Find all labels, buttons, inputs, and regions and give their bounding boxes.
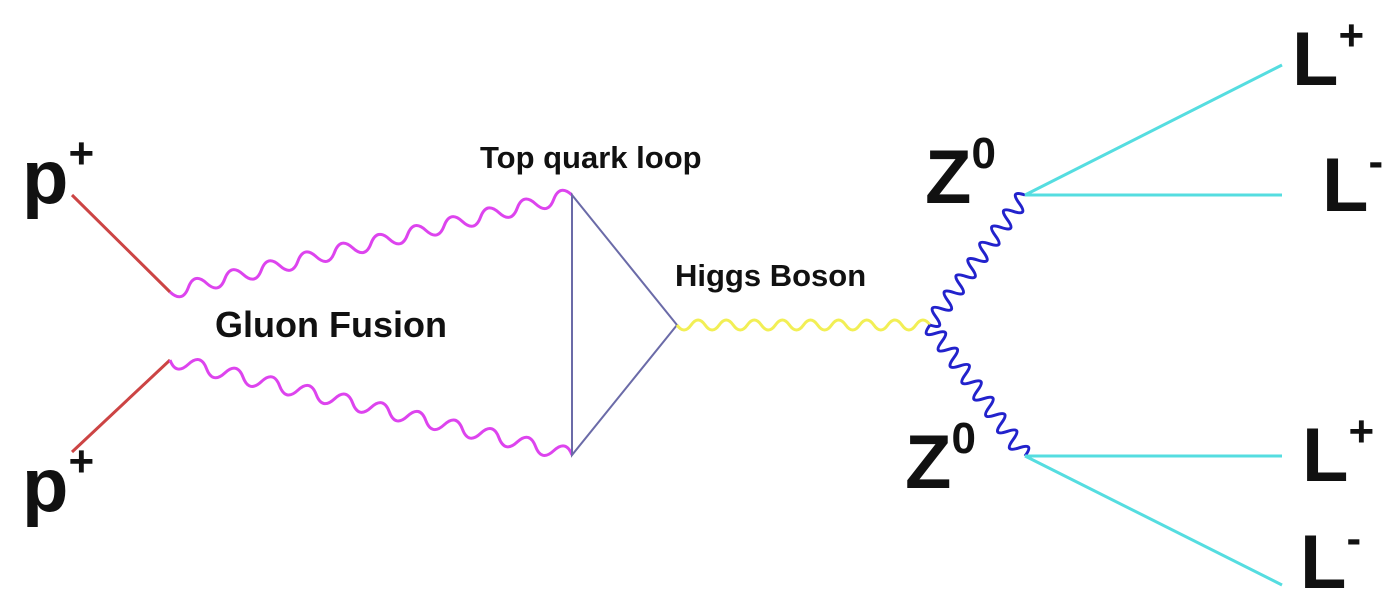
lepton-label-2: L- [1322, 139, 1383, 224]
proton-label-bottom-base: p [22, 443, 69, 528]
proton-label-top-base: p [22, 135, 69, 220]
top-quark-loop-triangle [571, 192, 679, 458]
z-boson-label-top-charge: 0 [971, 128, 996, 178]
lepton-label-1-base: L [1292, 17, 1339, 102]
proton-label-top: p+ [22, 131, 94, 216]
proton-line-bottom [70, 358, 172, 454]
proton-label-top-charge: + [68, 128, 95, 178]
lepton-label-1-charge: + [1338, 10, 1365, 60]
gluon-fusion-label: Gluon Fusion [215, 304, 447, 345]
lepton-label-2-base: L [1322, 143, 1369, 228]
lepton-line-1 [1024, 63, 1283, 197]
lepton-label-3: L+ [1302, 409, 1374, 494]
z-boson-line-top [929, 191, 1026, 329]
top-quark-loop-label: Top quark loop [480, 140, 702, 175]
lepton-label-3-charge: + [1348, 406, 1375, 456]
lepton-label-3-base: L [1302, 413, 1349, 498]
lepton-label-1: L+ [1292, 13, 1364, 98]
lepton-label-4-charge: - [1346, 513, 1362, 563]
z-boson-label-bottom-base: Z [905, 420, 952, 505]
gluon-line-bottom [168, 358, 574, 457]
lepton-line-4 [1024, 454, 1283, 587]
lepton-label-2-charge: - [1368, 136, 1384, 186]
lepton-label-4-base: L [1300, 520, 1347, 605]
z-boson-label-bottom: Z0 [905, 416, 976, 501]
z-boson-label-bottom-charge: 0 [951, 413, 976, 463]
z-boson-label-top-base: Z [925, 135, 972, 220]
gluon-line-top [168, 188, 574, 299]
higgs-boson-line [675, 318, 932, 332]
lepton-label-4: L- [1300, 516, 1361, 601]
proton-label-bottom-charge: + [68, 436, 95, 486]
z-boson-line-bottom [924, 324, 1031, 457]
z-boson-label-top: Z0 [925, 131, 996, 216]
higgs-boson-label: Higgs Boson [675, 258, 867, 293]
proton-line-top [70, 193, 172, 294]
proton-label-bottom: p+ [22, 439, 94, 524]
